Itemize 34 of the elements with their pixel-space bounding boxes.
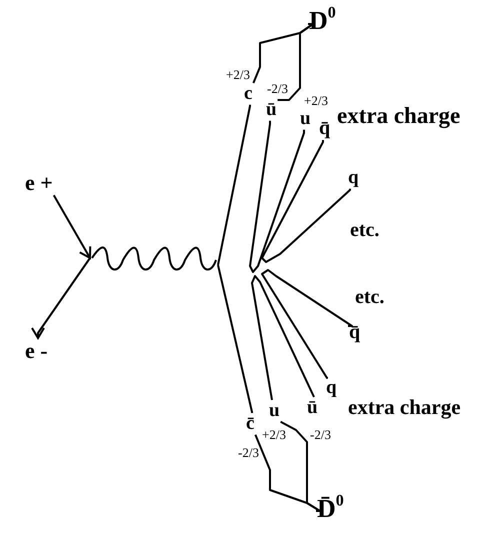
particle-label: q bbox=[325, 377, 338, 399]
annotation-text: etc. bbox=[350, 220, 380, 240]
particle-label: D$^{0}$ bbox=[308, 6, 337, 36]
particle-label: D̄$^{0}$ bbox=[316, 494, 345, 524]
particle-line bbox=[280, 420, 321, 512]
particle-label: ū bbox=[265, 99, 278, 121]
particle-line bbox=[249, 120, 305, 273]
charge-label: -2/3 bbox=[310, 428, 331, 441]
charge-label: +2/3 bbox=[226, 68, 250, 81]
charge-label: -2/3 bbox=[238, 446, 259, 459]
particle-label: q bbox=[347, 167, 360, 189]
particle-line bbox=[278, 23, 314, 101]
particle-line bbox=[217, 104, 251, 266]
charge-label: -2/3 bbox=[267, 82, 288, 95]
particle-line bbox=[261, 140, 351, 263]
particle-label: u bbox=[268, 400, 281, 422]
particle-label: e - bbox=[24, 338, 49, 364]
charge-label: +2/3 bbox=[304, 94, 328, 107]
arrow bbox=[31, 257, 91, 339]
particle-label: ū bbox=[306, 397, 319, 419]
particle-label: u bbox=[299, 108, 312, 130]
annotation-text: extra charge bbox=[348, 397, 461, 418]
particle-label: q̄ bbox=[318, 117, 332, 140]
annotation-text: extra charge bbox=[337, 104, 460, 127]
charge-label: +2/3 bbox=[262, 428, 286, 441]
particle-label: c̄ bbox=[245, 413, 256, 435]
particle-line bbox=[217, 264, 253, 414]
particle-label: c bbox=[243, 83, 254, 105]
annotation-text: etc. bbox=[355, 287, 384, 307]
arrow bbox=[52, 194, 92, 259]
particle-label: e + bbox=[24, 170, 54, 196]
particle-line bbox=[261, 269, 353, 379]
particle-line bbox=[251, 275, 315, 401]
particle-label: q̄ bbox=[348, 321, 362, 344]
